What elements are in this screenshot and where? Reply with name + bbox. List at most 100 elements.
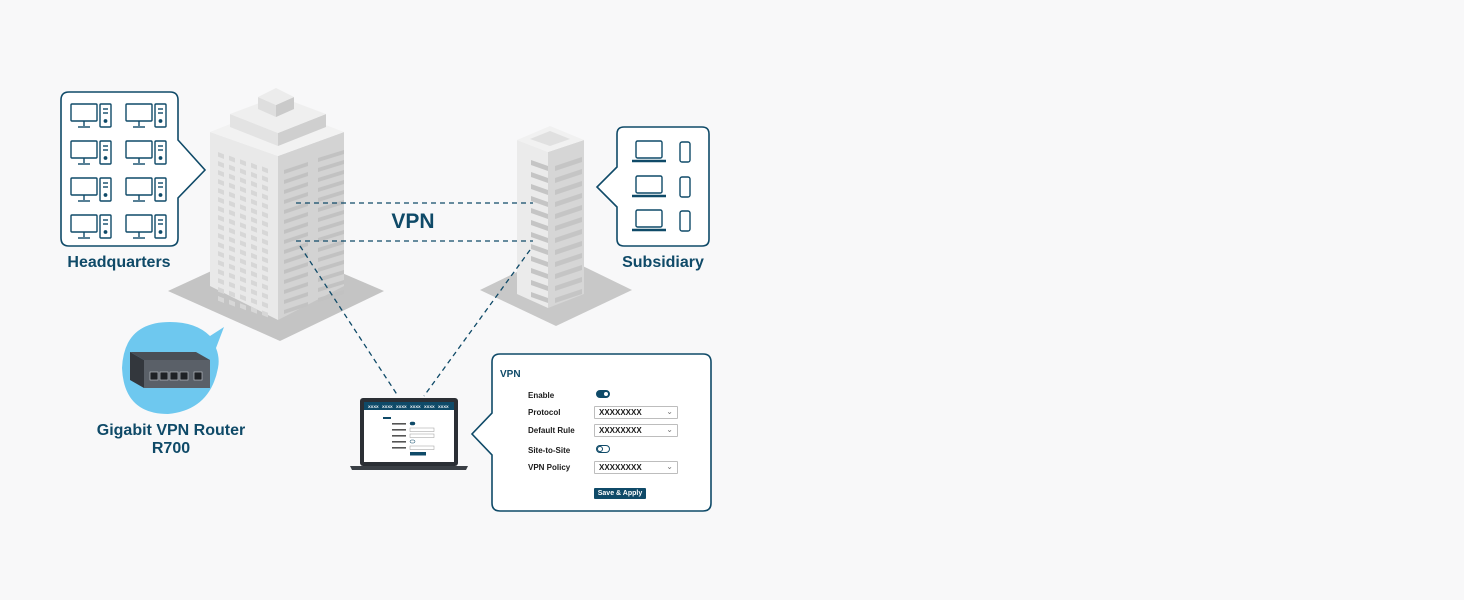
- window: [229, 236, 235, 244]
- headquarters-building: [168, 88, 384, 341]
- facade-stripe: [531, 280, 548, 291]
- facade-stripe: [284, 222, 308, 234]
- mini-toggle: [409, 439, 416, 444]
- window: [240, 276, 246, 284]
- window: [229, 290, 235, 298]
- facade-stripe: [284, 302, 308, 314]
- facade-stripe: [318, 290, 344, 302]
- protocol-row: Protocol XXXXXXXX ⌄: [528, 406, 704, 420]
- window: [251, 234, 257, 242]
- facade-stripe: [531, 196, 548, 207]
- mini-label: [392, 441, 406, 443]
- window: [262, 265, 268, 273]
- facade-stripe: [531, 292, 548, 303]
- window: [262, 220, 268, 228]
- laptop: XXXX XXXX XXXX XXXX XXXX XXXX: [350, 398, 468, 470]
- window: [229, 218, 235, 226]
- headquarters-label: Headquarters: [67, 254, 171, 271]
- mini-toggle: [409, 421, 416, 426]
- window: [251, 171, 257, 179]
- window: [251, 243, 257, 251]
- vpn-policy-select[interactable]: XXXXXXXX ⌄: [594, 461, 678, 474]
- window: [229, 200, 235, 208]
- window: [262, 247, 268, 255]
- desktop-computer-icon: [70, 140, 112, 165]
- facade-stripe: [284, 252, 308, 264]
- window: [240, 195, 246, 203]
- subsidiary-label: Subsidiary: [622, 254, 704, 271]
- facade-stripe: [555, 289, 582, 303]
- window: [218, 260, 224, 267]
- facade-stripe: [531, 268, 548, 279]
- window: [262, 184, 268, 192]
- facade-stripe: [284, 242, 308, 254]
- desktop-computer-icon: [70, 214, 112, 239]
- site-to-site-toggle[interactable]: [596, 445, 610, 453]
- mini-label: [392, 447, 406, 449]
- facade-stripe: [555, 229, 582, 243]
- window: [240, 249, 246, 257]
- window: [218, 188, 224, 195]
- mini-select: [409, 427, 435, 432]
- facade-stripe: [284, 272, 308, 284]
- window: [218, 224, 224, 231]
- laptop-icon: [632, 175, 666, 198]
- facade-stripe: [318, 230, 344, 242]
- window: [251, 261, 257, 269]
- facade-stripe: [284, 292, 308, 304]
- laptop-tab: XXXX: [396, 404, 407, 409]
- facade-stripe: [318, 270, 344, 282]
- vpn-policy-row: VPN Policy XXXXXXXX ⌄: [528, 461, 704, 475]
- facade-stripe: [318, 190, 344, 202]
- window: [229, 272, 235, 280]
- window: [251, 252, 257, 260]
- default-rule-select[interactable]: XXXXXXXX ⌄: [594, 424, 678, 437]
- facade-stripe: [284, 162, 308, 174]
- mini-select: [409, 445, 435, 450]
- window: [240, 303, 246, 311]
- window: [229, 245, 235, 253]
- facade-stripe: [531, 232, 548, 243]
- facade-stripe: [284, 282, 308, 294]
- window: [262, 256, 268, 264]
- window: [218, 152, 224, 159]
- site-to-site-label: Site-to-Site: [528, 446, 571, 455]
- subsidiary-callout: [595, 126, 710, 247]
- window: [251, 216, 257, 224]
- window: [251, 225, 257, 233]
- router-label: Gigabit VPN Router R700: [66, 422, 276, 458]
- chevron-down-icon: ⌄: [666, 407, 673, 416]
- window: [229, 263, 235, 271]
- facade-stripe: [555, 193, 582, 207]
- facade-stripe: [555, 181, 582, 195]
- facade-stripe: [531, 256, 548, 267]
- enable-toggle[interactable]: [596, 390, 610, 398]
- vpn-label: VPN: [391, 210, 435, 233]
- protocol-select[interactable]: XXXXXXXX ⌄: [594, 406, 678, 419]
- save-apply-button[interactable]: Save & Apply: [594, 488, 646, 499]
- window: [262, 211, 268, 219]
- desktop-computer-icon: [125, 177, 167, 202]
- vpn-policy-label: VPN Policy: [528, 463, 571, 472]
- router-name: Gigabit VPN Router: [96, 422, 246, 439]
- window: [229, 254, 235, 262]
- mini-select: [409, 433, 435, 438]
- default-rule-label: Default Rule: [528, 426, 575, 435]
- window: [229, 209, 235, 217]
- window: [218, 206, 224, 213]
- vpn-tunnel-lines: [296, 202, 533, 397]
- facade-stripe: [555, 253, 582, 267]
- facade-stripe: [284, 172, 308, 184]
- window: [240, 222, 246, 230]
- toggle-knob: [603, 391, 609, 397]
- facade-stripe: [284, 192, 308, 204]
- facade-stripe: [531, 172, 548, 183]
- smartphone-icon: [679, 141, 691, 163]
- ethernet-port: [169, 371, 179, 381]
- window: [240, 267, 246, 275]
- facade-stripe: [531, 220, 548, 231]
- window: [251, 279, 257, 287]
- facade-stripe: [318, 240, 344, 252]
- window: [262, 229, 268, 237]
